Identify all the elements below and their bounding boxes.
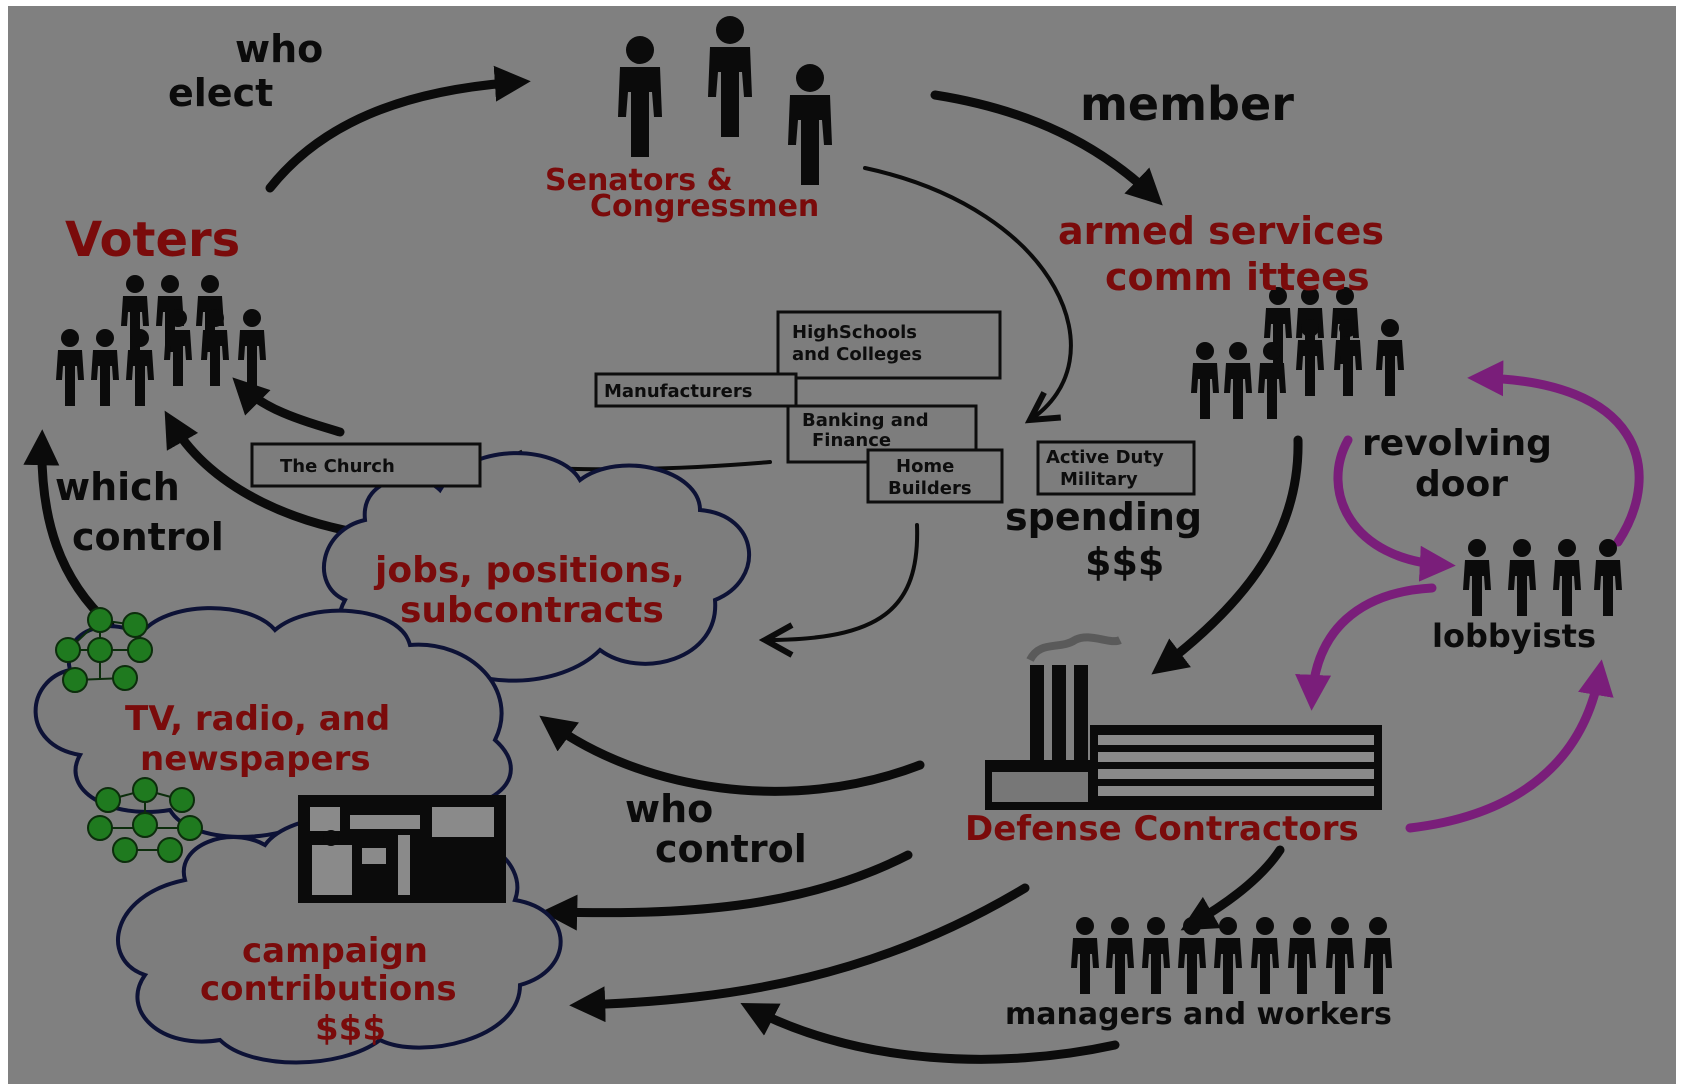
arrow-contractors-to-campaign-lower [569, 883, 1030, 1023]
factory-icon [985, 633, 1382, 810]
label-who-elect-line2: elect [168, 71, 273, 115]
arrow-media-to-voters [23, 429, 115, 630]
label-armed-services-line1: armed services [1058, 209, 1384, 253]
label-who-control-line1: who [625, 787, 713, 831]
label-jobs-line1: jobs, positions, [373, 550, 685, 591]
label-managers-workers: managers and workers [1005, 997, 1392, 1032]
label-senators-line2: Congressmen [590, 189, 819, 224]
arrow-senators-to-spending [863, 166, 1073, 420]
voters-icon [56, 275, 266, 406]
box-church-text: The Church [280, 456, 395, 477]
box-banking-line2: Finance [812, 430, 891, 451]
arrow-contractors-to-lobbyists [1405, 659, 1614, 833]
label-which-control-line1: which [55, 465, 180, 509]
label-who-elect-line1: who [235, 27, 323, 71]
cloud-media [33, 606, 513, 839]
label-defense-contractors: Defense Contractors [965, 809, 1359, 849]
label-who-control-line2: control [655, 827, 807, 871]
box-active-duty [1036, 440, 1196, 496]
label-spending-line1: spending [1005, 495, 1202, 539]
workers-icon [1071, 917, 1392, 994]
box-home-builders [866, 448, 1004, 504]
arrow-committees-to-lobbyists [1333, 435, 1456, 582]
arrow-church-to-voters [232, 377, 345, 437]
box-manufacturers-text: Manufacturers [604, 381, 752, 402]
label-voters: Voters [65, 212, 240, 268]
box-highschools [776, 310, 1002, 380]
lobbyists-icon [1463, 539, 1622, 616]
label-jobs-line2: subcontracts [400, 590, 664, 631]
committees-icon [1191, 287, 1404, 419]
network-icon-top [55, 607, 153, 693]
senators-icon [618, 16, 832, 185]
label-lobbyists: lobbyists [1432, 617, 1596, 655]
label-campaign-line3: $$$ [315, 1009, 386, 1049]
arrow-workers-to-campaign [740, 1003, 1120, 1064]
box-highschools-line1: HighSchools [792, 322, 917, 343]
arrow-lobbyists-to-committees [1467, 360, 1644, 547]
arrow-contractors-to-campaign [541, 850, 913, 931]
label-media-line2: newspapers [140, 739, 371, 779]
arrow-voters-to-senators [265, 65, 531, 193]
label-spending-line2: $$$ [1085, 540, 1164, 584]
box-church [250, 442, 482, 488]
network-icon-bottom [87, 777, 203, 863]
arrow-home-builders-to-jobs [765, 523, 920, 640]
box-highschools-line2: and Colleges [792, 344, 922, 365]
arrow-lobbyists-to-contractors [1295, 583, 1437, 711]
label-media-line1: TV, radio, and [125, 699, 390, 739]
label-campaign-line2: contributions [200, 969, 457, 1009]
arrow-contractors-to-media [539, 715, 925, 796]
box-active-duty-line1: Active Duty [1046, 447, 1164, 468]
box-home-builders-line1: Home [896, 456, 954, 477]
label-campaign-line1: campaign [242, 931, 428, 971]
label-revolving-door-line2: door [1415, 464, 1508, 505]
arrow-committees-to-contractors [1151, 435, 1303, 675]
label-which-control-line2: control [72, 515, 224, 559]
box-manufacturers [594, 372, 798, 408]
label-senators-line1: Senators & [545, 163, 733, 198]
box-banking-line1: Banking and [802, 410, 929, 431]
arrow-contractors-to-workers [1180, 845, 1285, 931]
box-active-duty-line2: Military [1060, 469, 1138, 490]
label-armed-services-line2: comm ittees [1105, 255, 1370, 299]
printing-press-icon [298, 795, 506, 903]
box-home-builders-line2: Builders [888, 478, 972, 499]
label-revolving-door-line1: revolving [1362, 423, 1552, 464]
arrow-senators-to-committees [930, 90, 1163, 206]
label-member: member [1080, 77, 1294, 131]
